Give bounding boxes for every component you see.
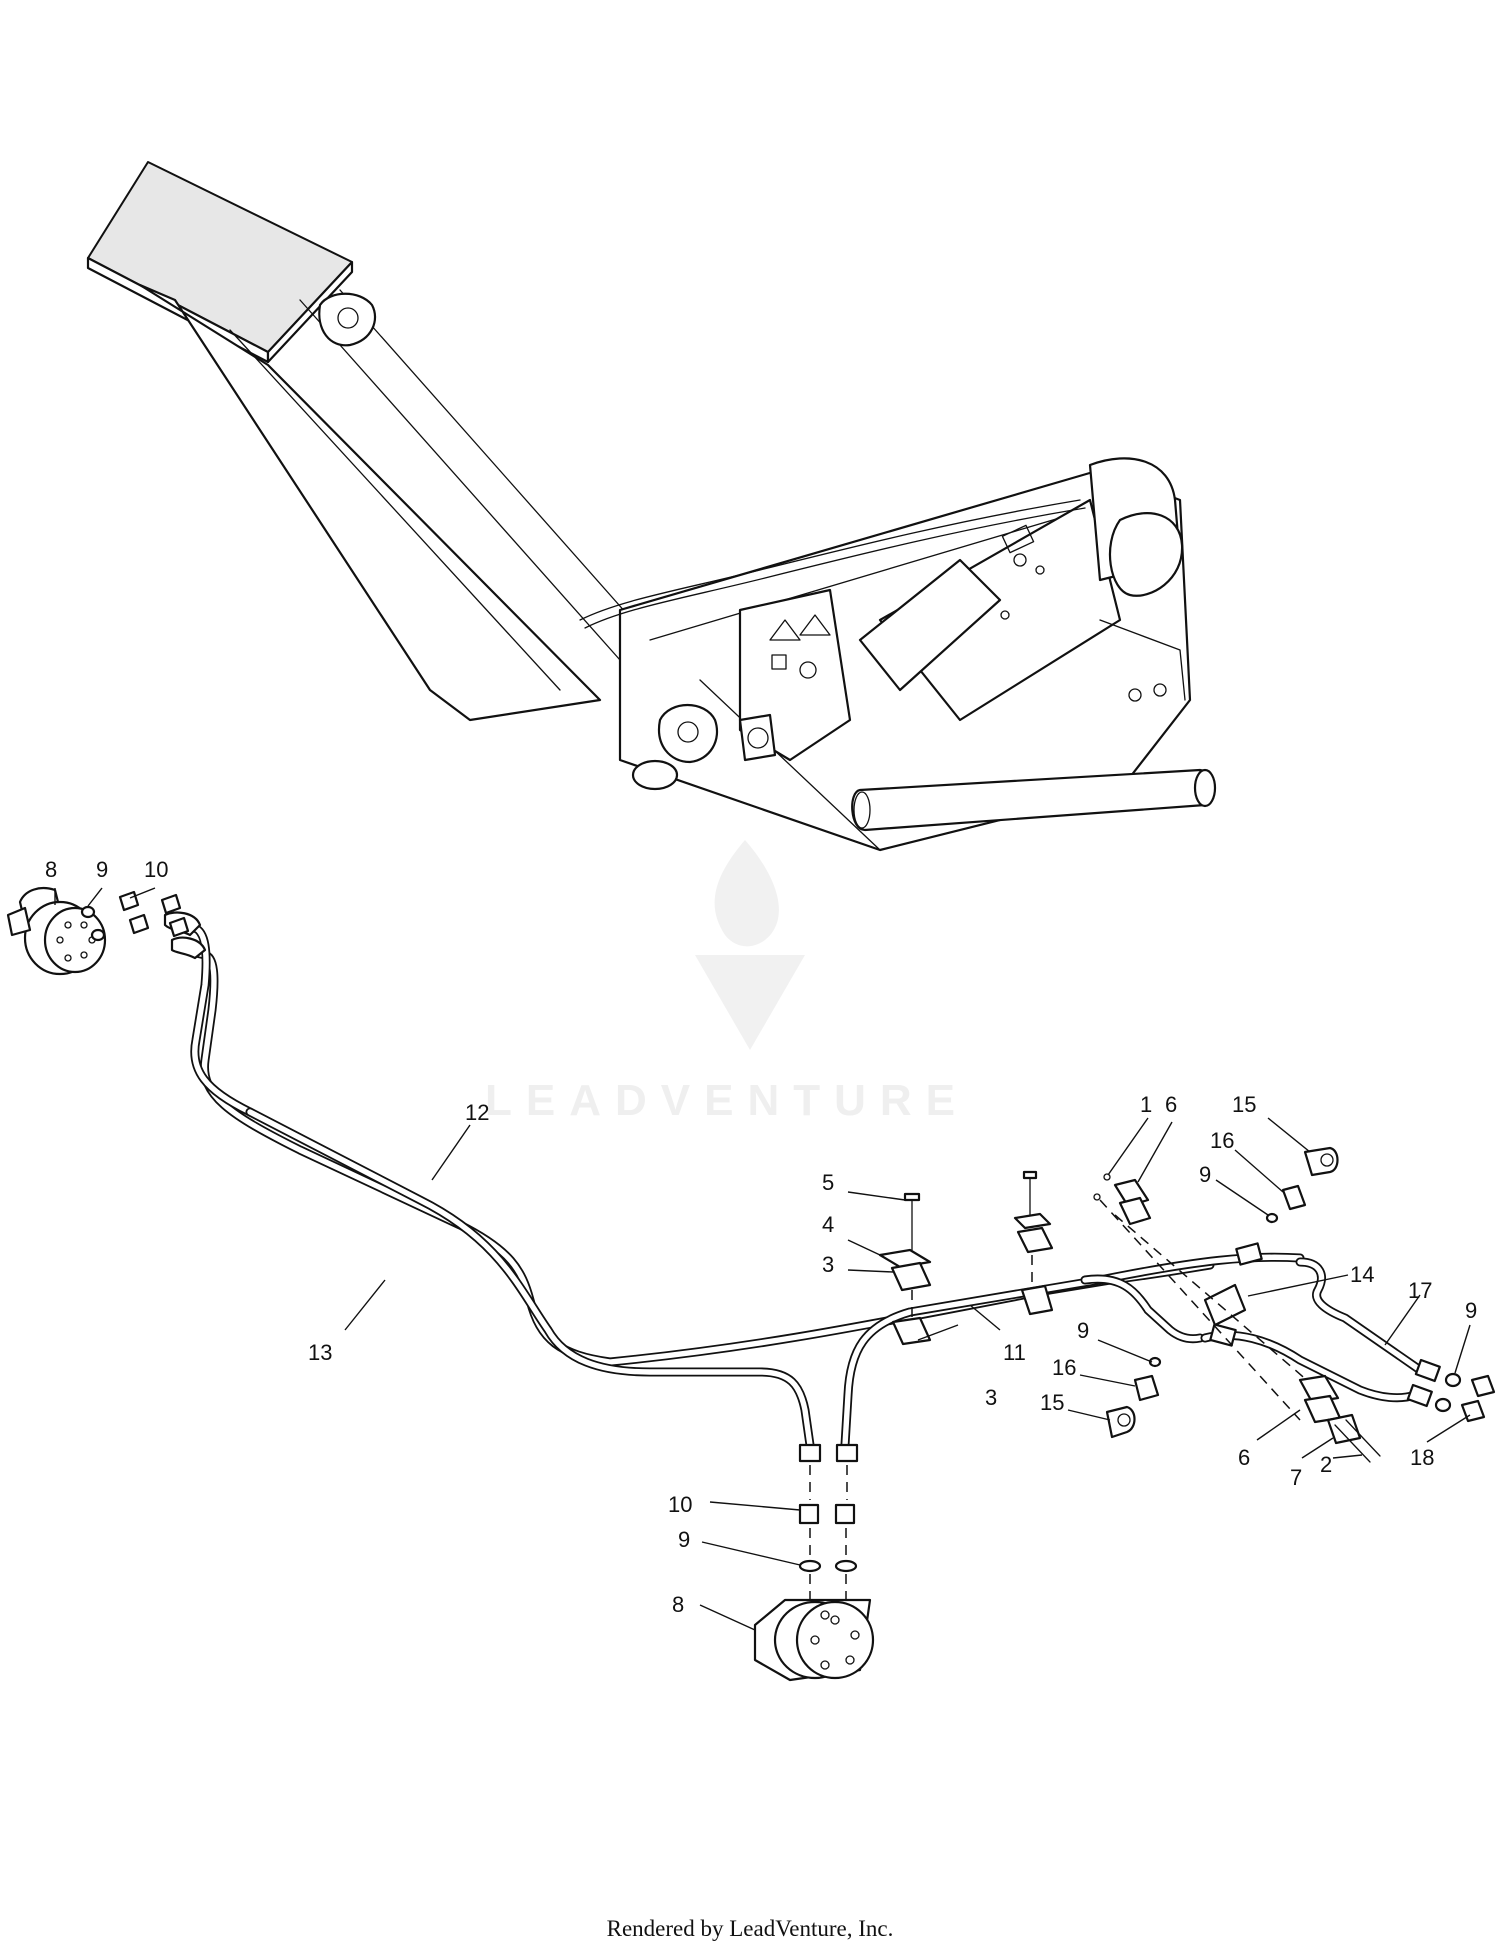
callout-1: 1 <box>1140 1092 1152 1117</box>
callout-11: 11 <box>1003 1340 1026 1365</box>
hydraulic-tube-13 <box>175 920 815 1450</box>
o-rings-top-left <box>80 905 106 942</box>
callout-4: 4 <box>822 1212 834 1237</box>
callout-10-top: 10 <box>144 857 168 882</box>
callout-labels: 8 9 10 12 13 5 4 3 3 11 1 6 15 16 9 14 1… <box>45 857 1477 1617</box>
right-fittings <box>1093 1146 1496 1463</box>
leader-lines <box>54 887 1471 1631</box>
callout-9-right: 9 <box>1199 1162 1211 1187</box>
adapters-top-left <box>118 890 190 938</box>
callout-15-mid: 15 <box>1040 1390 1064 1415</box>
bottom-fittings <box>798 1443 859 1600</box>
hydraulic-motor-top-left <box>6 886 107 976</box>
callout-3-bottom: 3 <box>985 1385 997 1410</box>
callout-6-bottom: 6 <box>1238 1445 1250 1470</box>
watermark-brand-text: LEADVENTURE <box>485 1076 969 1125</box>
hoses-right <box>1200 1242 1441 1408</box>
callout-18: 18 <box>1410 1445 1434 1470</box>
callout-17: 17 <box>1408 1278 1432 1303</box>
callout-6-top: 6 <box>1165 1092 1177 1117</box>
callout-9-top: 9 <box>96 857 108 882</box>
flail-mower-assembly <box>86 161 1217 852</box>
callout-9-far-right: 9 <box>1465 1298 1477 1323</box>
hydraulic-motor-bottom <box>753 1598 875 1682</box>
callout-9-bottom: 9 <box>678 1527 690 1552</box>
callout-16-top: 16 <box>1210 1128 1234 1153</box>
footer-credit: Rendered by LeadVenture, Inc. <box>606 1916 894 1941</box>
clamp-assembly-left <box>878 1192 932 1346</box>
clamp-assembly-right <box>1013 1170 1054 1316</box>
callout-16-mid: 16 <box>1052 1355 1076 1380</box>
callout-8-bottom: 8 <box>672 1592 684 1617</box>
callout-9-mid: 9 <box>1077 1318 1089 1343</box>
callout-7: 7 <box>1290 1465 1302 1490</box>
hose-fitting-upper <box>1209 1242 1441 1408</box>
callout-2: 2 <box>1320 1452 1332 1477</box>
callout-15-top: 15 <box>1232 1092 1256 1117</box>
callout-8-top: 8 <box>45 857 57 882</box>
callout-14: 14 <box>1350 1262 1374 1287</box>
callout-12: 12 <box>465 1100 489 1125</box>
callout-3-top: 3 <box>822 1252 834 1277</box>
callout-10-bottom: 10 <box>668 1492 692 1517</box>
leadventure-watermark-logo: LEADVENTURE <box>485 840 969 1125</box>
callout-13: 13 <box>308 1340 332 1365</box>
callout-5: 5 <box>822 1170 834 1195</box>
